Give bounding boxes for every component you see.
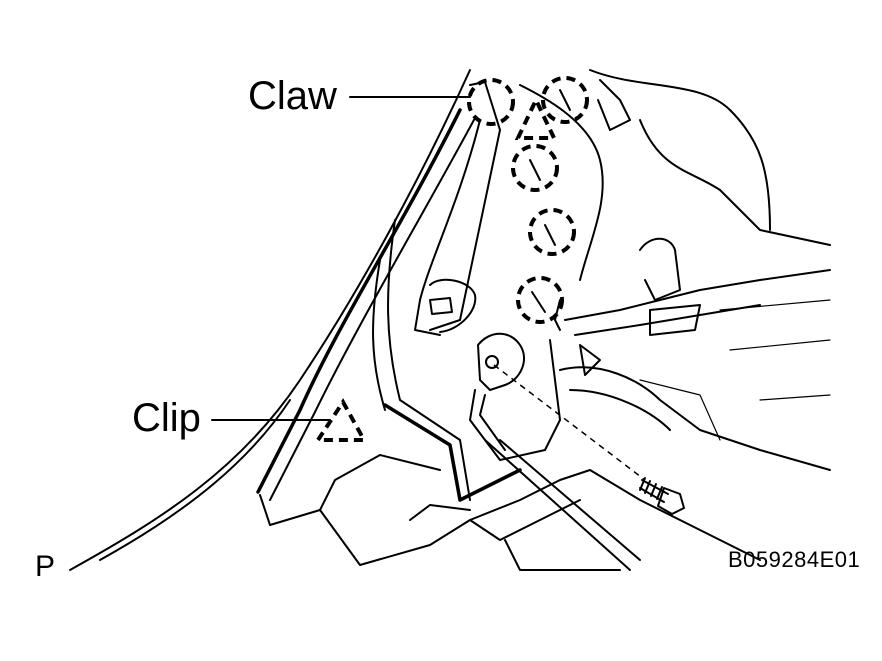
claw-marker-3: [511, 144, 559, 192]
figure-code: B059284E01: [728, 547, 861, 572]
clip-label: Clip: [132, 396, 201, 440]
claw-marker-1: [467, 78, 515, 126]
lower-trim: [259, 403, 761, 571]
pillar-garnish: [372, 79, 631, 501]
seat-belt: [559, 237, 831, 471]
bolt-guide-line: [493, 364, 646, 481]
bracket: [469, 332, 641, 571]
claw-marker-5: [516, 276, 564, 324]
claw-markers: [467, 76, 589, 324]
floor-lines: [639, 299, 831, 441]
claw-label: Claw: [248, 74, 337, 118]
clip-marker-upper: [514, 95, 558, 140]
clip-marker: [314, 398, 368, 442]
corner-label: P: [35, 550, 56, 583]
body-outline: [69, 69, 831, 571]
claw-marker-4: [528, 208, 576, 256]
claw-marker-2: [541, 76, 589, 124]
bolt-icon: [639, 477, 685, 515]
